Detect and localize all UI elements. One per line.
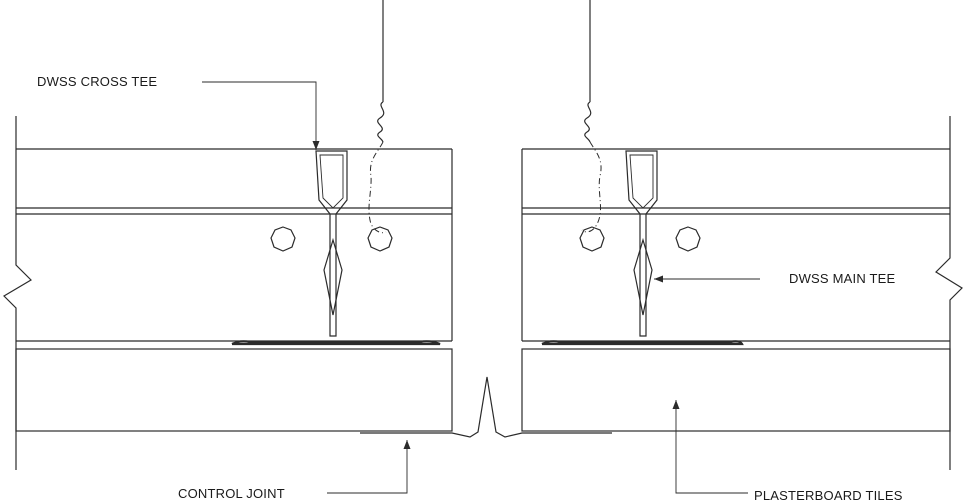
left-wire-tie [368,141,387,234]
right-bolt [579,226,605,252]
main-tee-bulb [625,150,658,337]
right-break-line [935,116,963,470]
plasterboard-label: PLASTERBOARD TILES [754,488,903,500]
cross-tee-leader [202,81,320,150]
left-bolt [367,226,393,252]
right-wire-tie [581,141,602,233]
right-wire-twist [584,101,592,143]
cross-tee-inner [319,154,344,209]
left-wire-twist [377,101,385,143]
main-tee-label: DWSS MAIN TEE [789,271,896,286]
right-tee-flange [541,340,744,346]
cross-tee-label: DWSS CROSS TEE [37,74,157,89]
plasterboard-leader [672,400,748,494]
control-joint-leader [327,440,411,494]
left-plasterboard-tile [15,348,453,432]
main-tee-inner [629,154,654,209]
left-tee-flange [231,340,441,346]
control-joint-bead [360,376,612,438]
cross-tee-web [323,237,343,316]
control-joint-profile [360,376,612,438]
leaders [202,81,760,494]
left-bolt [270,226,296,252]
left-assembly [3,0,453,470]
control-joint-label: CONTROL JOINT [178,486,285,500]
right-bolt [675,226,701,252]
main-tee-web [633,237,653,316]
right-plasterboard-tile [521,348,951,432]
right-assembly [521,0,963,470]
cross-tee-bulb [315,150,348,337]
left-break-line [3,116,32,470]
